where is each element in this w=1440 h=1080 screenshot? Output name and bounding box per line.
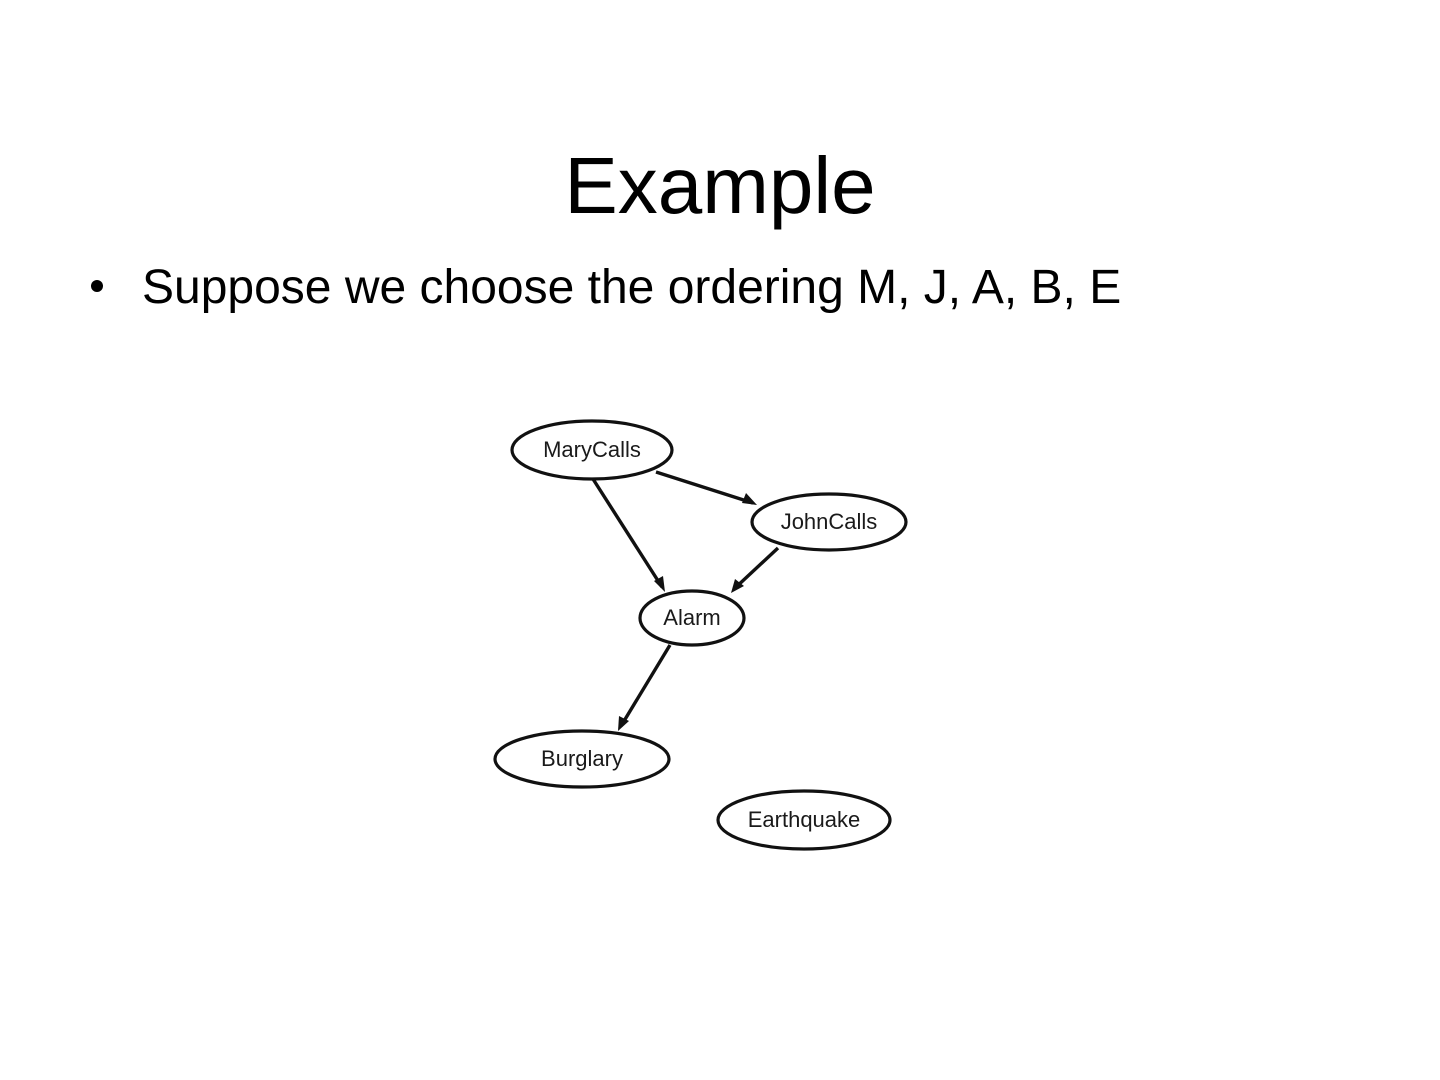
node-label-marycalls: MaryCalls xyxy=(543,437,641,462)
node-label-earthquake: Earthquake xyxy=(748,807,861,832)
bullet-list: Suppose we choose the ordering M, J, A, … xyxy=(0,258,1440,318)
node-earthquake[interactable]: Earthquake xyxy=(716,789,892,851)
edge-marycalls-to-alarm xyxy=(591,478,665,592)
node-johncalls[interactable]: JohnCalls xyxy=(750,492,908,552)
edge-johncalls-to-alarm xyxy=(731,546,780,593)
page-title: Example xyxy=(564,140,876,230)
list-item: Suppose we choose the ordering M, J, A, … xyxy=(0,258,1440,318)
node-label-johncalls: JohnCalls xyxy=(781,509,878,534)
graph-nodes: MaryCalls JohnCalls Alarm Burglary Earth xyxy=(493,419,908,851)
node-label-alarm: Alarm xyxy=(663,605,720,630)
graph-edges xyxy=(591,470,780,731)
node-alarm[interactable]: Alarm xyxy=(638,589,746,647)
node-label-burglary: Burglary xyxy=(541,746,623,771)
node-burglary[interactable]: Burglary xyxy=(493,729,671,789)
node-marycalls[interactable]: MaryCalls xyxy=(510,419,674,481)
bullet-item-label: Suppose we choose the ordering M, J, A, … xyxy=(142,261,1122,314)
edge-marycalls-to-johncalls xyxy=(655,470,757,505)
graph-svg: MaryCalls JohnCalls Alarm Burglary Earth xyxy=(493,419,908,851)
bullet-dot-icon xyxy=(91,280,103,292)
edge-alarm-to-burglary xyxy=(618,644,672,731)
bayesian-network-diagram: MaryCalls JohnCalls Alarm Burglary Earth xyxy=(470,400,940,880)
